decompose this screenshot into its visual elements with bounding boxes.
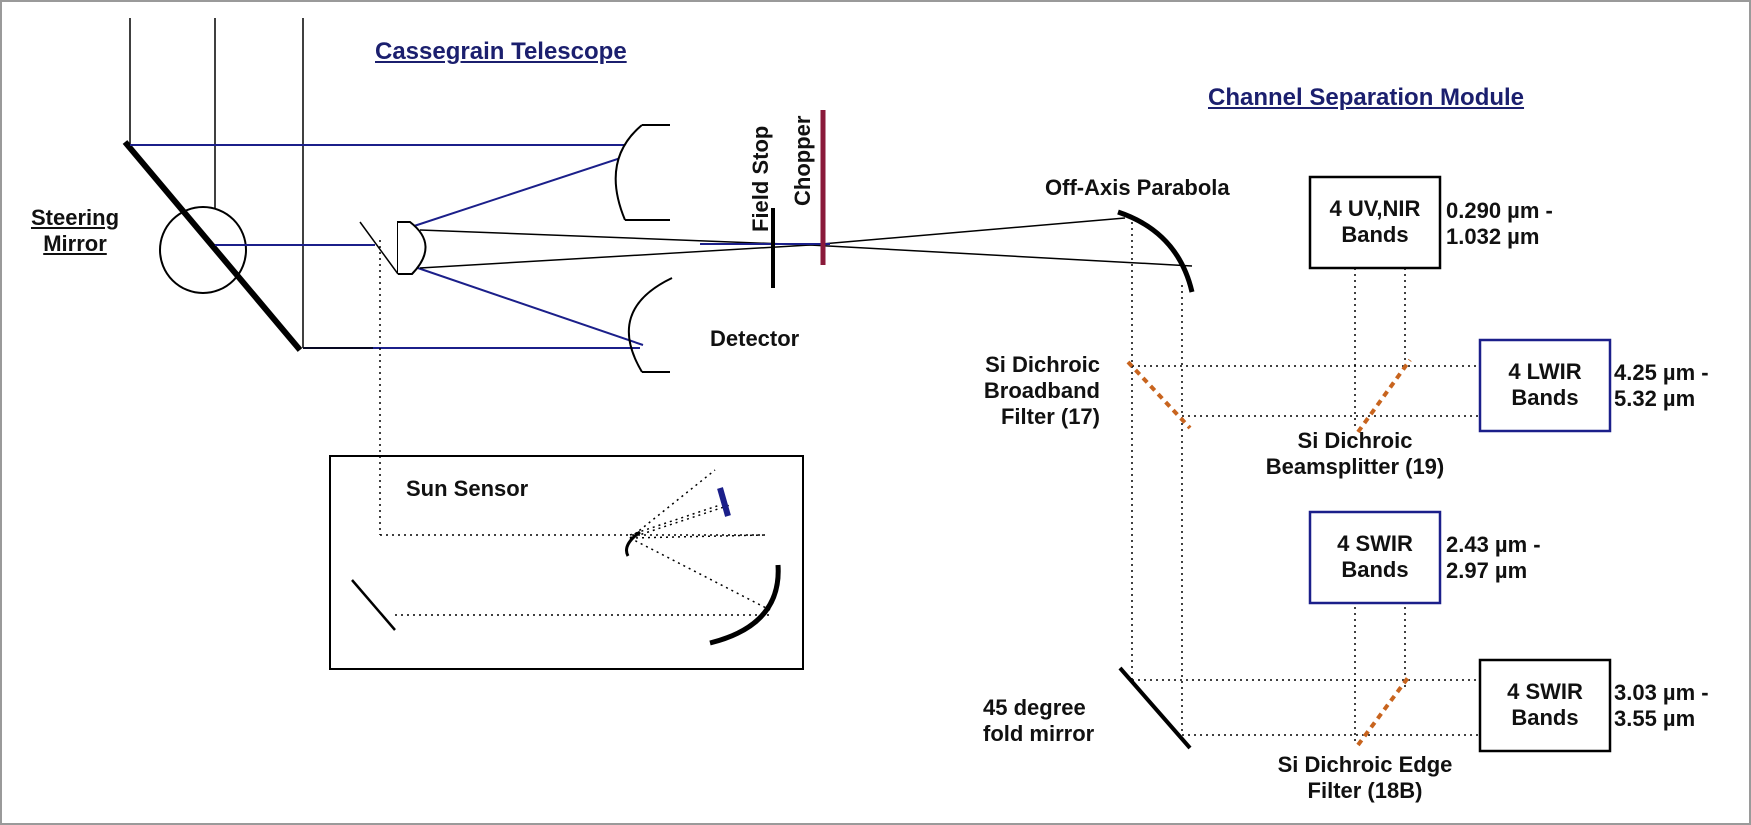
beamsplitter-element	[1356, 358, 1412, 434]
swir-a-box	[1308, 510, 1442, 605]
label-beamsplitter: Si Dichroic Beamsplitter (19)	[1265, 428, 1445, 479]
label-chopper: Chopper	[790, 115, 815, 206]
lwir-range: 4.25 µm - 5.32 µm	[1614, 360, 1709, 411]
sun-sensor-detector	[717, 487, 731, 517]
label-steering-mirror: Steering Mirror	[30, 205, 120, 256]
sun-sensor-curved-mirror	[709, 564, 781, 646]
sun-sensor-dotted-rays	[379, 240, 766, 539]
swir-a-box-label: 4 SWIR Bands	[1337, 531, 1413, 582]
secondary-mirror	[359, 221, 427, 275]
sun-sensor-small-mirror	[625, 530, 641, 557]
uv-nir-range: 0.290 µm - 1.032 µm	[1446, 198, 1553, 249]
primary-mirror	[614, 122, 673, 373]
lwir-box-label: 4 LWIR Bands	[1508, 359, 1582, 410]
label-off-axis-parabola: Off-Axis Parabola	[1045, 175, 1230, 200]
incoming-rays	[129, 18, 304, 348]
uv-nir-box-label: 4 UV,NIR Bands	[1329, 196, 1421, 247]
converging-rays	[419, 217, 1193, 269]
sun-sensor-fold-mirror	[351, 579, 396, 631]
label-detector: Detector	[710, 326, 800, 351]
label-field-stop: Field Stop	[748, 125, 773, 232]
swir-b-box-label: 4 SWIR Bands	[1507, 679, 1583, 730]
dichroic-filters	[1126, 358, 1412, 747]
channel-ray-paths	[1131, 216, 1478, 745]
title-cassegrain-telescope: Cassegrain Telescope	[375, 38, 627, 65]
edge-filter-element	[1356, 673, 1412, 747]
title-channel-separation-module: Channel Separation Module	[1208, 84, 1525, 111]
uv-nir-box	[1308, 175, 1442, 270]
lwir-box	[1478, 338, 1612, 433]
broadband-filter-element	[1126, 360, 1192, 430]
swir-b-range: 3.03 µm - 3.55 µm	[1614, 680, 1709, 731]
swir-a-range: 2.43 µm - 2.97 µm	[1446, 532, 1541, 583]
swir-b-box	[1478, 658, 1612, 753]
telescope-rays	[130, 144, 646, 349]
steering-mirror	[122, 140, 303, 352]
off-axis-parabola-mirror	[1117, 209, 1195, 293]
sun-sensor-box	[329, 455, 804, 670]
label-sun-sensor: Sun Sensor	[406, 476, 529, 501]
label-edge-filter: Si Dichroic Edge Filter (18B)	[1277, 752, 1453, 803]
label-broadband-filter: Si Dichroic Broadband Filter (17)	[983, 352, 1100, 429]
steering-mirror-pivot	[159, 206, 247, 294]
fold-mirror-element	[1118, 666, 1192, 750]
label-fold-mirror: 45 degree fold mirror	[983, 695, 1095, 746]
sun-sensor-internal-rays	[395, 504, 771, 616]
